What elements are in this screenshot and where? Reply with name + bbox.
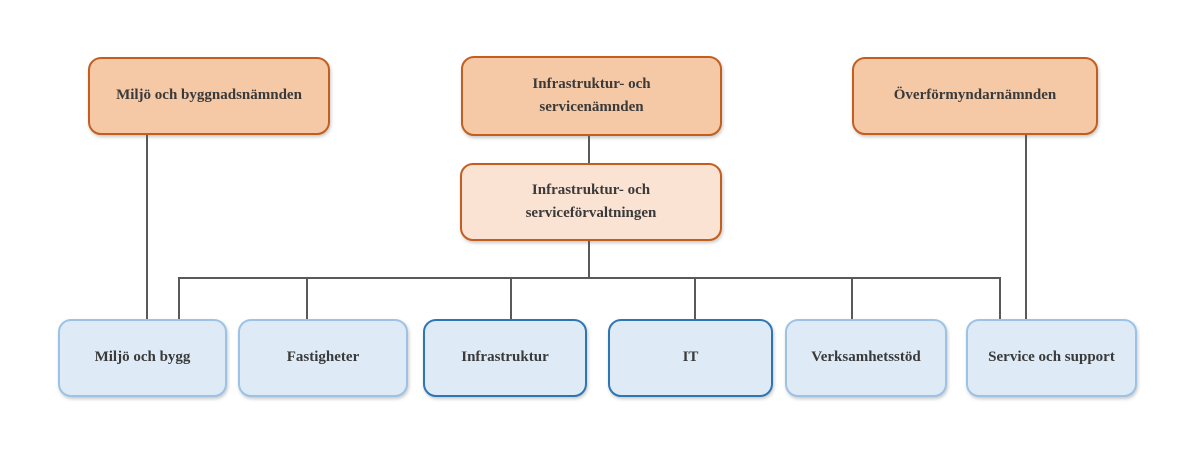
node-label: Service och support (988, 349, 1115, 366)
connector-bus-horizontal (178, 277, 1001, 279)
connector-overformyndar-to-service (1025, 134, 1027, 320)
node-fastigheter: Fastigheter (238, 319, 408, 397)
node-infrastruktur-och-servicenamnden: Infrastruktur- och servicenämnden (461, 56, 722, 136)
connector-drop-it (694, 277, 696, 320)
connector-namnd-to-forvaltning (588, 134, 590, 164)
connector-drop-service (999, 277, 1001, 320)
connector-forvaltning-to-bus (588, 240, 590, 278)
node-infrastruktur: Infrastruktur (423, 319, 587, 397)
node-service-och-support: Service och support (966, 319, 1137, 397)
node-label: Infrastruktur- och servicenämnden (532, 75, 651, 115)
connector-drop-infrastruktur (510, 277, 512, 320)
node-label: Verksamhetsstöd (811, 349, 921, 366)
node-miljo-och-byggnadsnamnden: Miljö och byggnadsnämnden (88, 57, 330, 135)
node-label: Miljö och bygg (94, 349, 191, 366)
node-verksamhetsstod: Verksamhetsstöd (785, 319, 947, 397)
node-label: Fastigheter (286, 349, 360, 366)
node-label: Infrastruktur (461, 349, 549, 366)
connector-miljonamnd-to-miljobygg (146, 134, 148, 320)
connector-drop-miljobygg (178, 277, 180, 320)
node-label: Miljö och byggnadsnämnden (116, 87, 302, 104)
connector-drop-verksamhetsstod (851, 277, 853, 320)
node-infrastruktur-och-serviceforvaltningen: Infrastruktur- och serviceförvaltningen (460, 163, 722, 241)
node-label: Överförmyndarnämnden (893, 87, 1057, 104)
node-miljo-och-bygg: Miljö och bygg (58, 319, 227, 397)
connector-drop-fastigheter (306, 277, 308, 320)
node-it: IT (608, 319, 773, 397)
node-overformyndarnamnden: Överförmyndarnämnden (852, 57, 1098, 135)
node-label: IT (682, 349, 699, 366)
node-label: Infrastruktur- och serviceförvaltningen (525, 181, 657, 221)
